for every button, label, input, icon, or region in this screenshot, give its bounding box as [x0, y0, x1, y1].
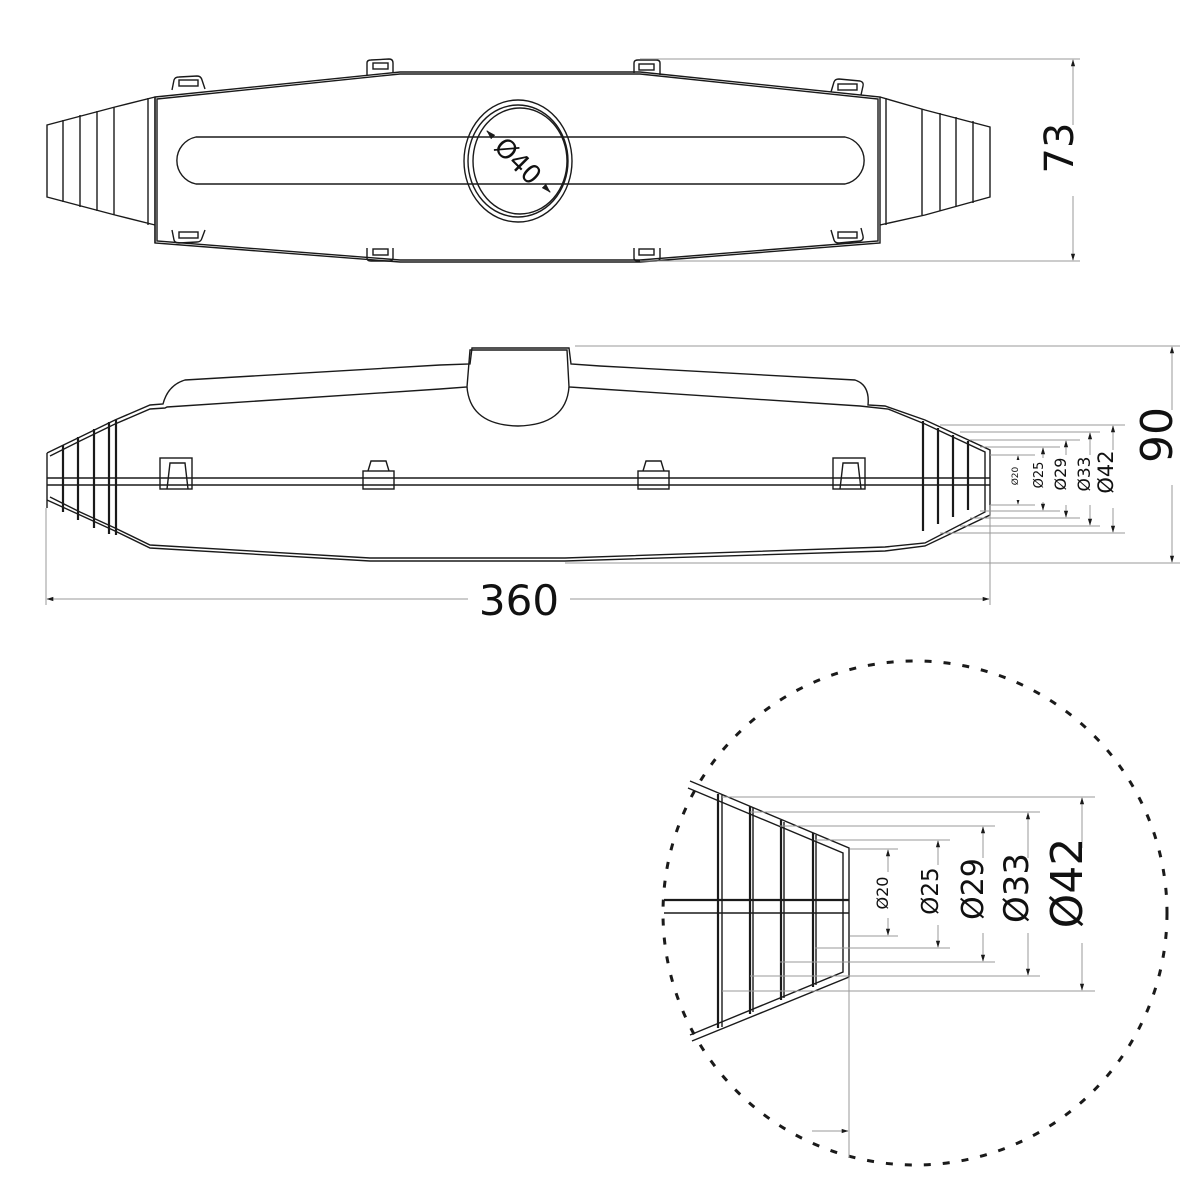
side-clips: [159, 457, 866, 490]
detail-dia-33: Ø33: [997, 853, 1037, 923]
detail-dia-20: Ø20: [873, 877, 892, 910]
side-dia-29: Ø29: [1051, 458, 1070, 491]
side-dia-20: Ø20: [1010, 466, 1021, 485]
side-dia-25: Ø25: [1032, 462, 1047, 489]
top-view: Ø40 73: [46, 58, 1083, 263]
hole-diameter-label: Ø40: [488, 132, 547, 191]
detail-dia-25: Ø25: [918, 867, 944, 914]
detail-circle: [661, 659, 1169, 1167]
clip-tabs: [171, 58, 864, 262]
side-view: Ø20 Ø25 Ø29 Ø33 Ø42 90 360: [45, 345, 1183, 625]
side-dia-42: Ø42: [1094, 450, 1118, 493]
side-dia-33: Ø33: [1075, 456, 1095, 491]
length-dimension: 360: [479, 576, 559, 625]
detail-dia-42: Ø42: [1042, 838, 1093, 929]
side-height-dimension: 90: [1132, 407, 1183, 463]
side-entry-dimensions: Ø20 Ø25 Ø29 Ø33 Ø42: [940, 424, 1126, 534]
top-height-dimension: 73: [1037, 123, 1083, 174]
detail-entry-dimensions: Ø20 Ø25 Ø29 Ø33 Ø42: [722, 796, 1110, 992]
detail-dia-29: Ø29: [956, 858, 991, 920]
detail-view: Ø20 Ø25 Ø29 Ø33 Ø42: [661, 659, 1169, 1167]
